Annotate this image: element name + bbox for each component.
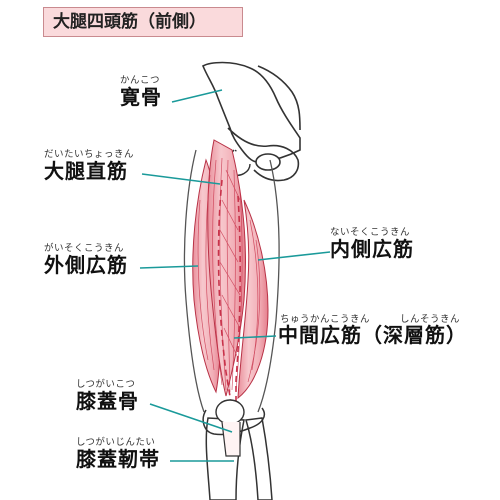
vastus-medialis-muscle	[237, 199, 269, 400]
label-rectus-femoris-name: 大腿直筋	[44, 159, 128, 183]
label-patellar-ligament-reading: しつがいじんたい	[76, 437, 156, 448]
label-vastus-lateralis-name: 外側広筋	[44, 253, 128, 277]
label-hip: かんこつ 寛骨	[120, 75, 162, 109]
label-vastus-lateralis-reading: がいそくこうきん	[44, 243, 125, 254]
leader-hip	[171, 89, 223, 103]
label-patella-name: 膝蓋骨	[76, 389, 139, 413]
label-vastus-medialis-name: 内側広筋	[330, 237, 414, 261]
leader-rectus-femoris	[141, 173, 221, 185]
leader-vastus-intermedius	[233, 335, 277, 339]
rectus-femoris-muscle	[207, 139, 246, 397]
leader-patella	[149, 403, 233, 433]
patella-bone	[215, 399, 245, 425]
label-rectus-femoris: だいたいちょっきん 大腿直筋	[44, 149, 135, 183]
label-hip-name: 寛骨	[120, 85, 162, 109]
label-vastus-intermedius-name: 中間広筋	[278, 323, 362, 347]
label-vastus-medialis: ないそくこうきん 内側広筋	[330, 227, 414, 261]
label-vastus-intermedius-reading: ちゅうかんこうきん	[280, 314, 371, 325]
label-patellar-ligament: しつがいじんたい 膝蓋靭帯	[76, 437, 160, 471]
label-vastus-intermedius: 中間広筋（深層筋）	[278, 324, 467, 346]
label-vastus-medialis-reading: ないそくこうきん	[330, 227, 411, 238]
muscle-fibers	[197, 157, 261, 393]
pelvis-bone	[201, 61, 301, 182]
label-patella: しつがいこつ 膝蓋骨	[76, 379, 139, 413]
leader-vastus-lateralis	[139, 265, 199, 269]
label-vastus-lateralis: がいそくこうきん 外側広筋	[44, 243, 128, 277]
label-patellar-ligament-name: 膝蓋靭帯	[76, 447, 160, 471]
label-hip-reading: かんこつ	[120, 75, 161, 86]
label-vastus-intermedius-deep: （深層筋）	[362, 323, 467, 347]
page-title: 大腿四頭筋（前側）	[43, 7, 243, 37]
leader-lines	[139, 89, 331, 462]
label-rectus-femoris-reading: だいたいちょっきん	[44, 149, 135, 160]
thigh-outline	[183, 149, 280, 413]
label-patella-reading: しつがいこつ	[76, 379, 136, 390]
label-vastus-intermedius-deep-reading: しんそうきん	[400, 314, 461, 325]
leader-vastus-medialis	[257, 251, 331, 261]
